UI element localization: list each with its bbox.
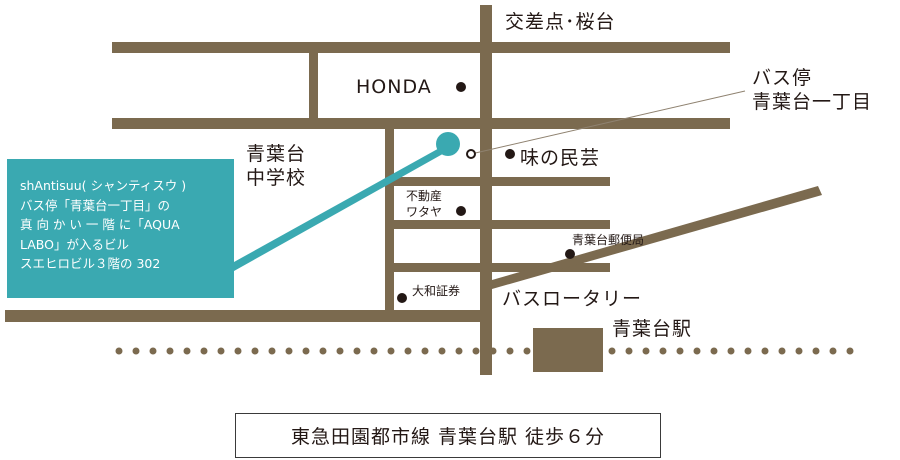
bus-stop-label-line1: バス停 (752, 67, 813, 89)
post-office-dot (565, 249, 575, 259)
realestate-label-line1: 不動産 (406, 189, 443, 203)
intersection-sakuradai-label: 交差点･桜台 (505, 11, 616, 33)
callout-line: バス停「青葉台一丁目」の (20, 197, 171, 213)
bus-stop-label-line2: 青葉台一丁目 (752, 91, 873, 113)
bus-rotary-label: バスロータリー (502, 288, 643, 310)
shop-location-marker (436, 132, 460, 156)
road-left-vertical (309, 53, 318, 118)
daiwa-dot (397, 293, 407, 303)
callout-pointer (234, 146, 448, 271)
road-inner-vertical (385, 129, 394, 310)
callout-line: スエヒロビル３階の 302 (20, 256, 161, 271)
road-diagonal (492, 186, 822, 289)
school-label: 青葉台 中学校 (246, 142, 306, 190)
callout-line: 真 向 か い 一 階 に「AQUA (20, 217, 180, 232)
daiwa-label: 大和証券 (412, 284, 461, 298)
honda-label: HONDA (356, 76, 432, 98)
road-main-bottom (5, 310, 485, 322)
ajinominge-dot (505, 149, 515, 159)
bus-stop-marker (466, 149, 476, 159)
honda-dot (456, 82, 466, 92)
shop-info-callout: shAntisuu( シャンティスウ ) バス停「青葉台一丁目」の 真 向 か … (7, 159, 234, 298)
school-label-line2: 中学校 (246, 167, 307, 189)
access-note: 東急田園都市線 青葉台駅 徒歩６分 (235, 413, 661, 458)
realestate-label-line2: ワタヤ (406, 205, 443, 219)
realestate-label: 不動産 ワタヤ (406, 188, 442, 220)
bus-stop-leader-line (470, 90, 746, 155)
post-office-label: 青葉台郵便局 (572, 233, 645, 247)
road-fifth (385, 263, 610, 272)
road-third (385, 177, 610, 186)
station-label: 青葉台駅 (612, 318, 693, 340)
bus-stop-label: バス停 青葉台一丁目 (752, 66, 872, 114)
road-second (112, 118, 730, 129)
road-fourth (385, 220, 610, 229)
road-top (112, 42, 730, 53)
school-label-line1: 青葉台 (246, 143, 307, 165)
callout-line: LABO」が入るビル (20, 236, 129, 252)
road-main-vertical (480, 5, 492, 375)
ajinominge-label: 味の民芸 (520, 147, 601, 169)
realestate-dot (456, 206, 466, 216)
station-building (533, 328, 603, 372)
callout-line: shAntisuu( シャンティスウ ) (20, 178, 187, 193)
